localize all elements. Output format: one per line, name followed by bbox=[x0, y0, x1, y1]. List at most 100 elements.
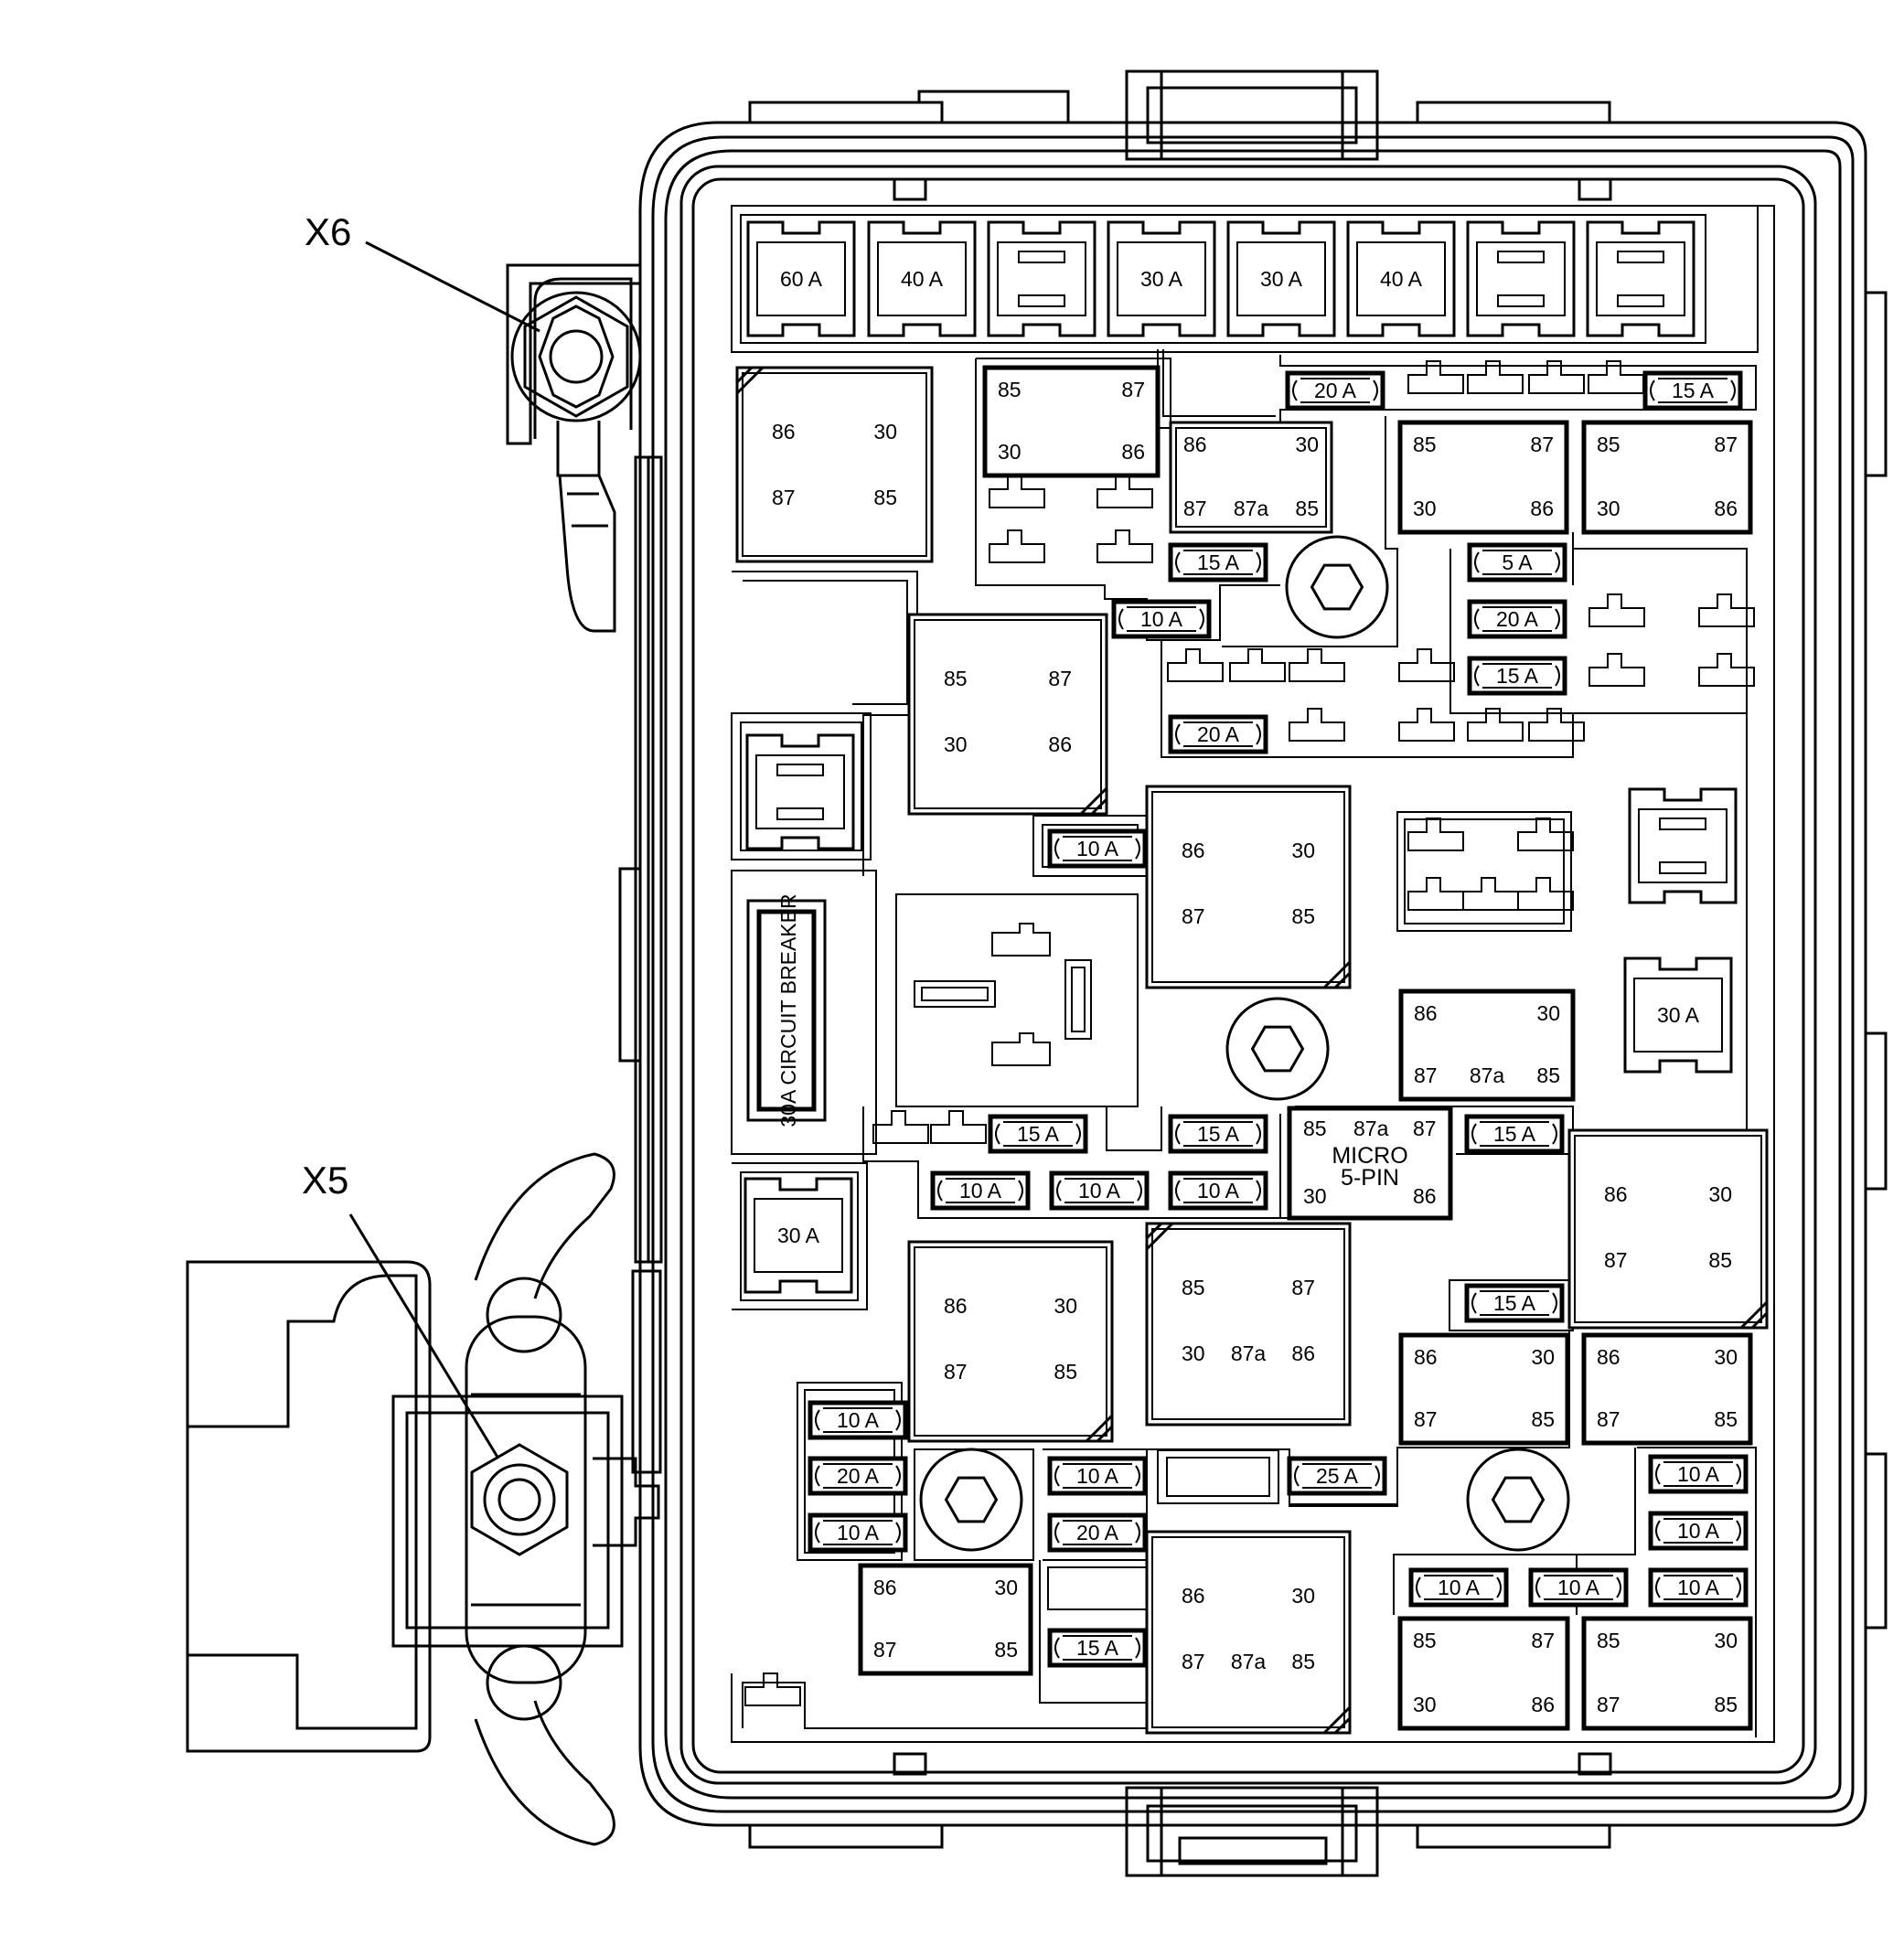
relay-pin-label: 87 bbox=[1414, 1063, 1438, 1087]
mini-fuse-rating: 10 A bbox=[959, 1179, 1002, 1202]
maxi-fuse-m1: 60 A bbox=[746, 220, 856, 337]
mini-fuse-f3: 15 A bbox=[1168, 542, 1268, 582]
relay-pin-label: 87 bbox=[944, 1360, 968, 1384]
mini-fuse-rating: 10 A bbox=[837, 1408, 880, 1432]
maxi-fuse-m7 bbox=[1466, 220, 1576, 337]
maxi-fuse-rating: 60 A bbox=[780, 267, 823, 291]
relay-pin-label: 30 bbox=[1291, 839, 1315, 862]
relay-pin-label: 86 bbox=[1182, 839, 1205, 862]
relay-pin-label: 85 bbox=[1291, 904, 1315, 928]
relay-pin-label: 30 bbox=[873, 420, 897, 444]
micro-relay-pin-30: 30 bbox=[1303, 1184, 1327, 1208]
maxi-fuse-m5: 30 A bbox=[1226, 220, 1336, 337]
mini-fuse-f18: 20 A bbox=[808, 1456, 908, 1496]
relay-pin-label: 86 bbox=[1414, 1001, 1438, 1025]
relay-pin-label: 86 bbox=[1531, 1693, 1555, 1716]
relay-pin-label: 87 bbox=[1048, 667, 1072, 690]
relay-pin-label: 85 bbox=[944, 667, 968, 690]
mounting-bolt-4 bbox=[1466, 1448, 1570, 1552]
relay-pin-label: 86 bbox=[1714, 497, 1738, 520]
mini-fuse-f26: 10 A bbox=[1408, 1567, 1509, 1608]
mini-fuse-f7: 15 A bbox=[1467, 656, 1567, 696]
maxi-fuse-rating: 30 A bbox=[1657, 1003, 1700, 1027]
relay-pin-label: 86 bbox=[944, 1294, 968, 1318]
mini-fuse-f16: 15 A bbox=[1464, 1283, 1565, 1323]
relay-pin-label-87a: 87a bbox=[1470, 1063, 1505, 1087]
circuit-breaker: 30A CIRCUIT BREAKER bbox=[746, 893, 827, 1127]
mini-fuse-rating: 20 A bbox=[1314, 379, 1357, 402]
micro-relay-line-1: MICRO bbox=[1332, 1143, 1407, 1169]
mini-fuse-rating: 5 A bbox=[1502, 550, 1533, 574]
relay-pin-label: 30 bbox=[1536, 1001, 1560, 1025]
mini-fuse-f12: 15 A bbox=[1464, 1114, 1565, 1154]
fuse-box-housing bbox=[618, 69, 1888, 1877]
relay-pin-label: 86 bbox=[1183, 433, 1207, 456]
relay-pin-label: 86 bbox=[1291, 1341, 1315, 1365]
relay-pin-label: 86 bbox=[1182, 1584, 1205, 1608]
micro-relay-line-2: 5-PIN bbox=[1341, 1165, 1399, 1191]
mini-fuse-rating: 15 A bbox=[1672, 379, 1715, 402]
relay-pin-label: 86 bbox=[1530, 497, 1554, 520]
circuit-breaker-label: 30A CIRCUIT BREAKER bbox=[776, 893, 800, 1127]
mini-fuse-rating: 10 A bbox=[1677, 1462, 1720, 1486]
mini-fuse-rating: 10 A bbox=[1557, 1576, 1600, 1599]
relay-pin-label: 86 bbox=[873, 1576, 897, 1599]
relay-pin-label: 87 bbox=[1121, 378, 1145, 401]
mini-fuse-f17: 10 A bbox=[808, 1400, 908, 1440]
relay-pin-label: 86 bbox=[1597, 1345, 1621, 1369]
x6-stud-assembly bbox=[506, 263, 642, 633]
mini-fuse-f1: 20 A bbox=[1285, 370, 1385, 411]
relay-pin-label: 85 bbox=[1182, 1276, 1205, 1299]
mini-fuse-rating: 10 A bbox=[837, 1521, 880, 1544]
maxi-fuse-rating: 40 A bbox=[901, 267, 944, 291]
mini-fuse-rating: 10 A bbox=[1677, 1519, 1720, 1543]
relay-pin-label: 30 bbox=[1714, 1345, 1738, 1369]
mini-fuse-rating: 10 A bbox=[1197, 1179, 1240, 1202]
relay-pin-label: 85 bbox=[1054, 1360, 1077, 1384]
maxi-fuse-m6: 40 A bbox=[1346, 220, 1456, 337]
relay-pin-label: 87 bbox=[1183, 497, 1207, 520]
relay-pin-label: 30 bbox=[1054, 1294, 1077, 1318]
relay-pin-label: 30 bbox=[1597, 497, 1621, 520]
relay-pin-label: 30 bbox=[1714, 1629, 1738, 1652]
relay-pin-label: 85 bbox=[1714, 1693, 1738, 1716]
maxi-fuse-rating: 30 A bbox=[1260, 267, 1303, 291]
mini-fuse-f11: 15 A bbox=[1168, 1114, 1268, 1154]
relay-pin-label: 86 bbox=[1414, 1345, 1438, 1369]
relay-pin-label: 87 bbox=[1531, 1629, 1555, 1652]
mini-fuse-rating: 15 A bbox=[1197, 550, 1240, 574]
mini-fuse-f28: 10 A bbox=[1648, 1567, 1749, 1608]
x5-stud-hex bbox=[470, 1443, 569, 1556]
mounting-bolt-3 bbox=[919, 1448, 1023, 1552]
x5-label: X5 bbox=[302, 1159, 348, 1202]
relay-pin-label: 85 bbox=[1597, 433, 1621, 456]
mini-fuse-rating: 10 A bbox=[1140, 607, 1183, 631]
relay-pin-label-87a: 87a bbox=[1231, 1650, 1267, 1673]
relay-pin-label: 87 bbox=[1530, 433, 1554, 456]
mini-fuse-rating: 10 A bbox=[1438, 1576, 1481, 1599]
relay-pin-label: 30 bbox=[1182, 1341, 1205, 1365]
relay-pin-label: 30 bbox=[944, 732, 968, 756]
mini-fuse-rating: 15 A bbox=[1076, 1636, 1119, 1660]
micro-relay-pin-87: 87 bbox=[1413, 1117, 1437, 1140]
x6-label: X6 bbox=[305, 210, 351, 253]
x5-stud-assembly bbox=[186, 1152, 660, 1846]
micro-5-pin-relay: 85 87a 87 MICRO 5-PIN 30 86 bbox=[1287, 1106, 1453, 1221]
mounting-bolt-group bbox=[919, 535, 1570, 1552]
relay-pin-label: 30 bbox=[1413, 1693, 1437, 1716]
mini-fuse-f9: 10 A bbox=[1047, 828, 1148, 869]
relay-pin-label: 30 bbox=[998, 440, 1022, 464]
relay-pin-label: 85 bbox=[1597, 1629, 1621, 1652]
maxi-fuse-rating: 30 A bbox=[777, 1224, 820, 1247]
x6-stud-hex bbox=[523, 295, 629, 418]
relay-pin-label: 85 bbox=[873, 486, 897, 509]
relay-pin-label: 85 bbox=[1295, 497, 1319, 520]
